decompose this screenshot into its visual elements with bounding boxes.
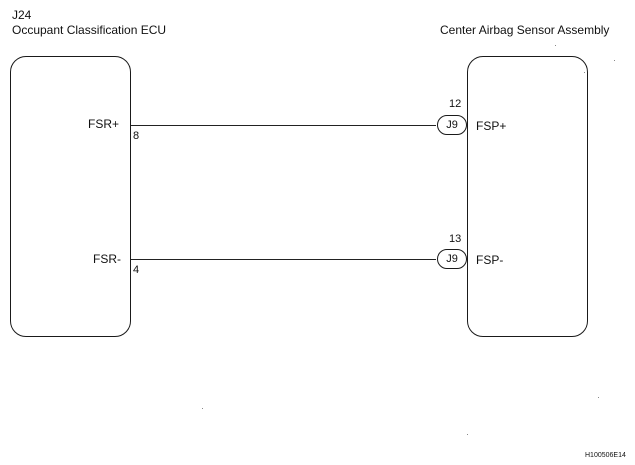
right-terminal-name-fsp-plus: FSP+ (476, 119, 507, 133)
scan-speck (202, 408, 203, 409)
scan-speck (467, 434, 468, 435)
connector-j9-top: J9 (437, 115, 467, 135)
scan-speck (555, 45, 556, 46)
right-pin-12: 12 (449, 98, 462, 110)
scan-speck (614, 60, 615, 61)
center-airbag-sensor-box (467, 56, 588, 337)
right-terminal-name-fsp-minus: FSP- (476, 253, 504, 267)
left-pin-8: 8 (133, 130, 140, 142)
occupant-classification-ecu-box (10, 56, 131, 337)
left-terminal-name-fsr-minus: FSR- (93, 252, 121, 266)
right-pin-13: 13 (449, 233, 462, 245)
left-component-code: J24 (12, 8, 32, 22)
connector-j9-bottom: J9 (437, 249, 467, 269)
figure-id: H100506E14 (585, 452, 626, 459)
wire-fsr-minus (131, 259, 436, 260)
wire-fsr-plus (131, 125, 436, 126)
scan-speck (598, 397, 599, 398)
right-component-name: Center Airbag Sensor Assembly (440, 23, 610, 37)
left-component-name: Occupant Classification ECU (12, 23, 167, 37)
left-terminal-name-fsr-plus: FSR+ (88, 117, 120, 131)
left-pin-4: 4 (133, 264, 140, 276)
scan-speck (584, 72, 585, 73)
